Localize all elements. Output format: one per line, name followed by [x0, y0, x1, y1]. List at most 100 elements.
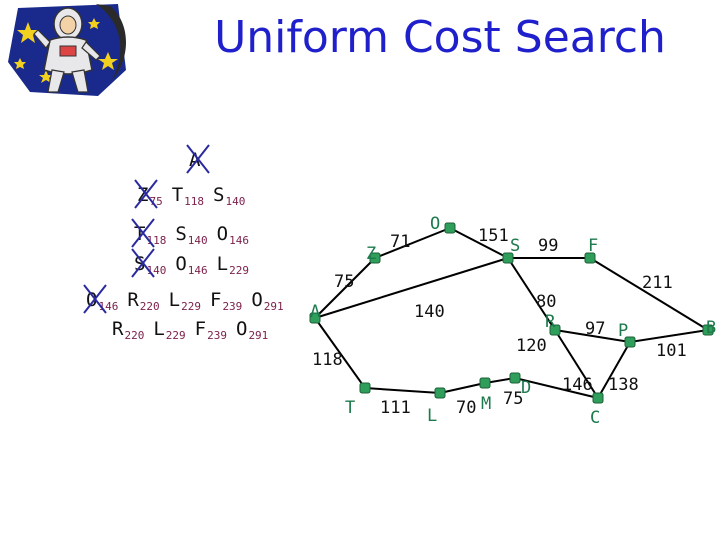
queue-cost: 146 — [229, 234, 249, 247]
queue-cost: 220 — [139, 300, 160, 313]
node-o — [444, 222, 456, 234]
queue-city: O — [235, 318, 248, 340]
queue-entry: S140 — [175, 223, 207, 247]
node-label-c: C — [590, 408, 601, 428]
queue-cost: 220 — [124, 329, 145, 342]
queue-cost: 229 — [181, 300, 201, 313]
node-label-m: M — [481, 394, 492, 414]
edge-cost-a-t: 118 — [312, 350, 343, 370]
queue-entry: L229 — [169, 289, 201, 313]
node-label-o: O — [430, 214, 441, 234]
edge-cost-a-s: 140 — [414, 302, 445, 322]
edge-a-t — [314, 317, 366, 389]
node-s — [502, 252, 514, 264]
queue-entry: L229 — [153, 318, 185, 342]
node-p — [624, 336, 636, 348]
node-label-p: P — [618, 321, 629, 341]
queue-entry: O146 — [175, 253, 207, 277]
edge-p-c — [597, 341, 631, 399]
edge-r-c — [554, 329, 599, 399]
queue-city: S — [175, 223, 187, 245]
node-c — [592, 392, 604, 404]
queue-cost: 239 — [207, 329, 227, 342]
queue-city: O — [216, 223, 229, 245]
edge-cost-m-d: 75 — [503, 389, 524, 409]
node-label-d: D — [521, 378, 532, 398]
node-b — [702, 324, 714, 336]
node-r — [549, 324, 561, 336]
edge-a-s — [314, 257, 509, 319]
queue-city: F — [209, 289, 222, 311]
node-f — [584, 252, 596, 264]
queue-city: O — [175, 253, 187, 275]
edge-a-z — [314, 257, 376, 319]
node-d — [509, 372, 521, 384]
queue-cost: 229 — [229, 264, 249, 277]
queue-city: S — [213, 184, 225, 206]
edge-o-s — [449, 227, 509, 259]
edge-cost-p-b: 101 — [656, 341, 687, 361]
node-label-a: A — [310, 302, 321, 322]
edge-cost-p-c: 138 — [608, 375, 639, 395]
edge-z-o — [374, 227, 451, 259]
queue-cost: 140 — [187, 234, 208, 247]
queue-entry: R220 — [127, 289, 159, 313]
node-label-z: Z — [366, 244, 377, 264]
node-label-s: S — [510, 236, 521, 256]
node-a — [309, 312, 321, 324]
queue-entry: R220 — [112, 318, 144, 342]
queue-city: O — [251, 289, 263, 311]
queue-city: R — [127, 289, 139, 311]
queue-city: L — [216, 253, 229, 275]
edge-cost-z-o: 71 — [390, 232, 411, 252]
queue-entry: F239 — [195, 318, 227, 342]
queue-cost: 291 — [263, 300, 284, 313]
node-m — [479, 377, 491, 389]
edge-r-p — [554, 329, 631, 343]
queue-entry: F239 — [210, 289, 242, 313]
queue-entry: O291 — [251, 289, 283, 313]
queue-city: L — [153, 318, 165, 340]
page-title: Uniform Cost Search — [214, 12, 666, 63]
node-t — [359, 382, 371, 394]
queue-entry: L229 — [217, 253, 249, 277]
edge-cost-l-m: 70 — [456, 398, 477, 418]
edge-d-c — [514, 377, 599, 399]
edge-cost-s-f: 99 — [538, 236, 559, 256]
node-label-t: T — [345, 398, 356, 418]
queue-row: R220 L229 F239 O291 — [112, 318, 277, 342]
queue-city: F — [194, 318, 207, 340]
edge-cost-a-z: 75 — [334, 272, 355, 292]
edge-t-l — [364, 387, 441, 394]
edge-cost-s-r: 80 — [536, 292, 557, 312]
queue-cost: 291 — [248, 329, 269, 342]
queue-entry: T118 — [172, 184, 204, 208]
edge-cost-d-c: 120 — [516, 336, 547, 356]
queue-cost: 118 — [184, 195, 205, 208]
queue-cost: 146 — [187, 264, 208, 277]
edge-l-m — [439, 382, 486, 394]
edge-cost-t-l: 111 — [380, 398, 411, 418]
queue-cost: 239 — [222, 300, 243, 313]
astronaut-logo — [8, 4, 126, 96]
queue-city: R — [112, 318, 124, 340]
node-label-b: B — [706, 318, 717, 338]
edge-cost-o-s: 151 — [478, 226, 509, 246]
queue-city: L — [168, 289, 181, 311]
queue-entry: S140 — [213, 184, 245, 208]
edge-cost-r-p: 97 — [585, 319, 606, 339]
node-label-r: R — [545, 312, 556, 332]
node-l — [434, 387, 446, 399]
node-label-l: L — [427, 406, 438, 426]
edge-s-r — [507, 257, 556, 331]
queue-entry: O291 — [236, 318, 268, 342]
node-label-f: F — [588, 236, 599, 256]
edge-cost-f-b: 211 — [642, 273, 673, 293]
edge-f-b — [589, 257, 709, 331]
node-z — [369, 252, 381, 264]
queue-cost: 140 — [225, 195, 246, 208]
edge-p-b — [629, 329, 709, 343]
queue-city: T — [171, 184, 184, 206]
